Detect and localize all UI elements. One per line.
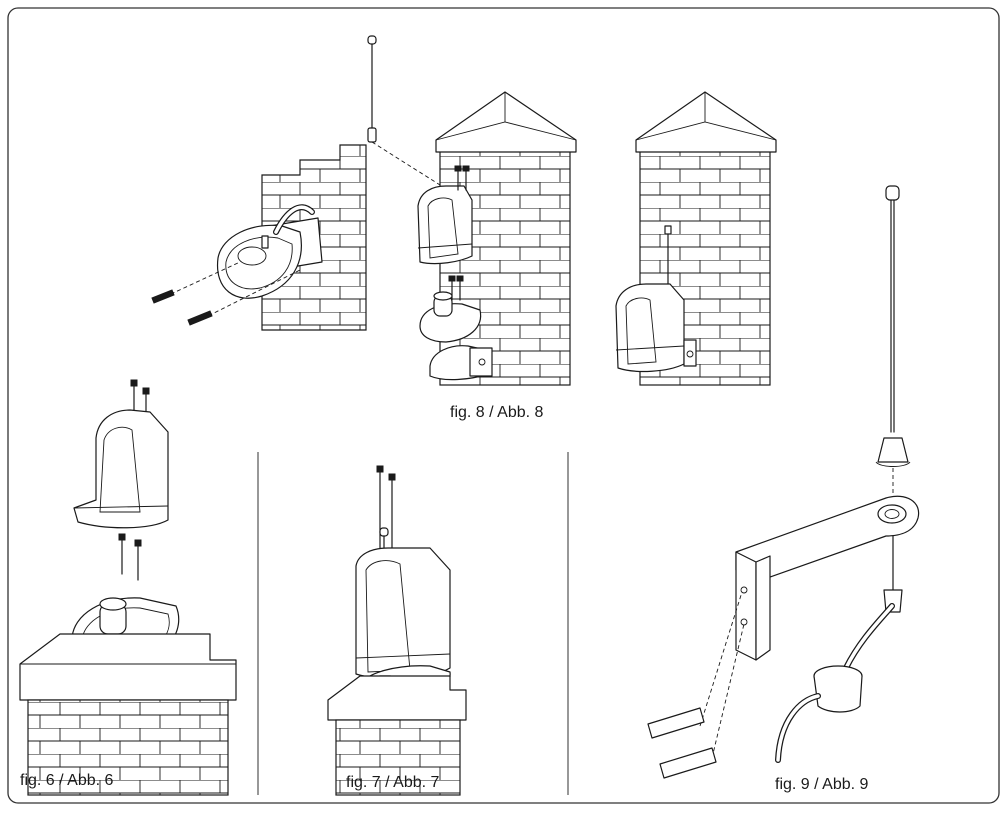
fig7-caption: fig. 7 / Abb. 7	[346, 774, 440, 791]
page-frame	[7, 7, 1000, 804]
fig9-caption: fig. 9 / Abb. 9	[775, 776, 869, 793]
fig8-caption: fig. 8 / Abb. 8	[450, 404, 544, 421]
fig7-illustration	[327, 465, 467, 796]
wall-bracket-mounting-illustration	[151, 35, 441, 331]
pillar-assembled-illustration	[615, 91, 777, 386]
fig6-illustration	[19, 379, 237, 796]
fig6-caption: fig. 6 / Abb. 6	[20, 772, 114, 789]
pillar-exploded-illustration	[417, 91, 577, 386]
fig9-illustration	[647, 185, 920, 779]
